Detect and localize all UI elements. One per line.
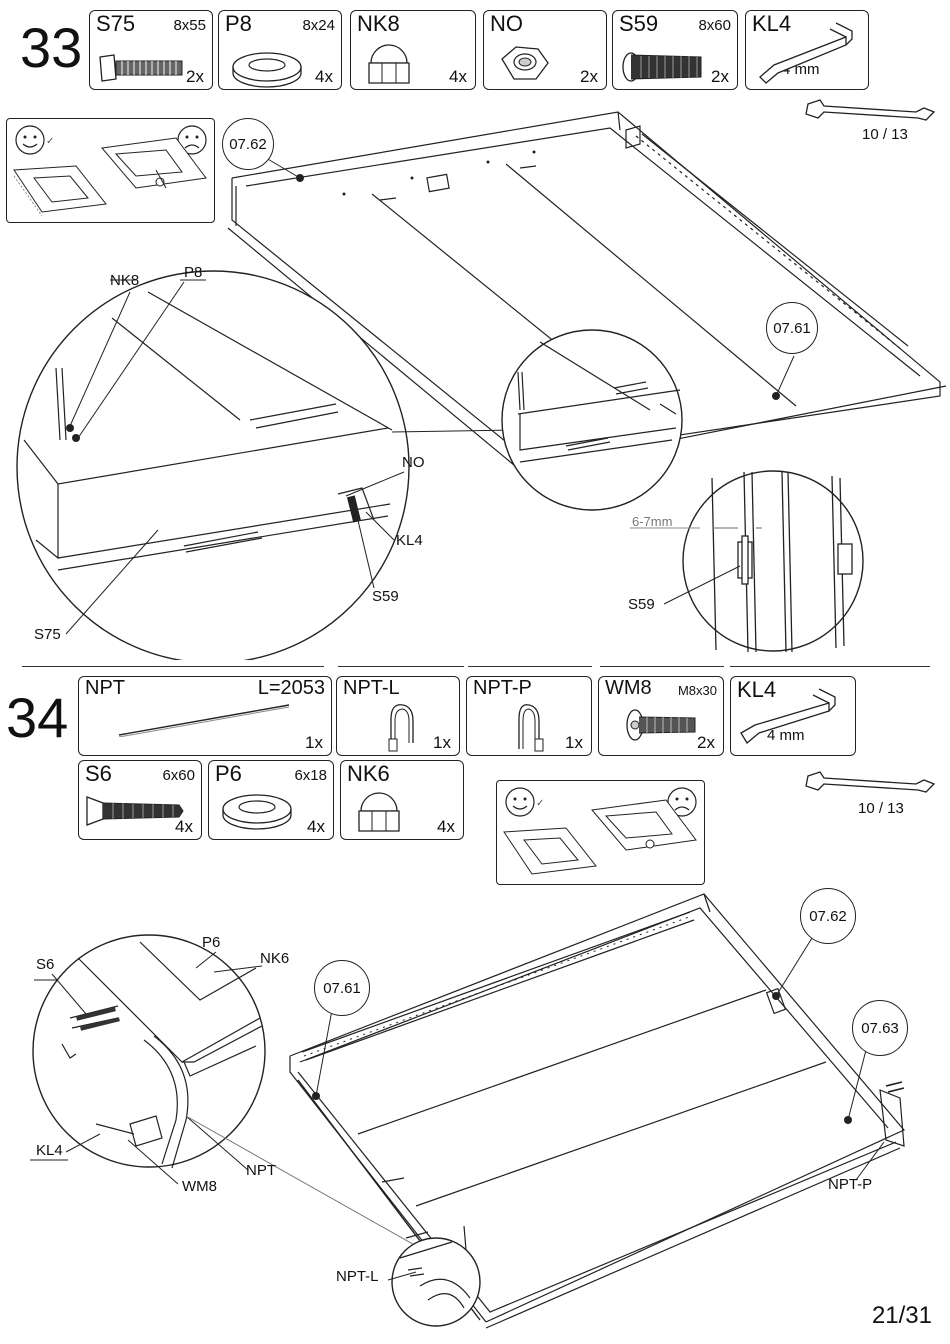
callout-s6: S6	[36, 956, 54, 973]
ref-marker-0763: 07.63	[852, 1000, 908, 1056]
callout-npt: NPT	[246, 1162, 276, 1179]
callout-npt-p: NPT-P	[828, 1176, 872, 1193]
ref-marker-0761: 07.61	[314, 960, 370, 1016]
callout-npt-l: NPT-L	[336, 1268, 379, 1285]
callout-wm8: WM8	[182, 1178, 217, 1195]
callout-nk6: NK6	[260, 950, 289, 967]
callout-p6: P6	[202, 934, 220, 951]
ref-marker-0762: 07.62	[800, 888, 856, 944]
callout-kl4: KL4	[36, 1142, 63, 1159]
page-number: 21/31	[872, 1302, 932, 1330]
